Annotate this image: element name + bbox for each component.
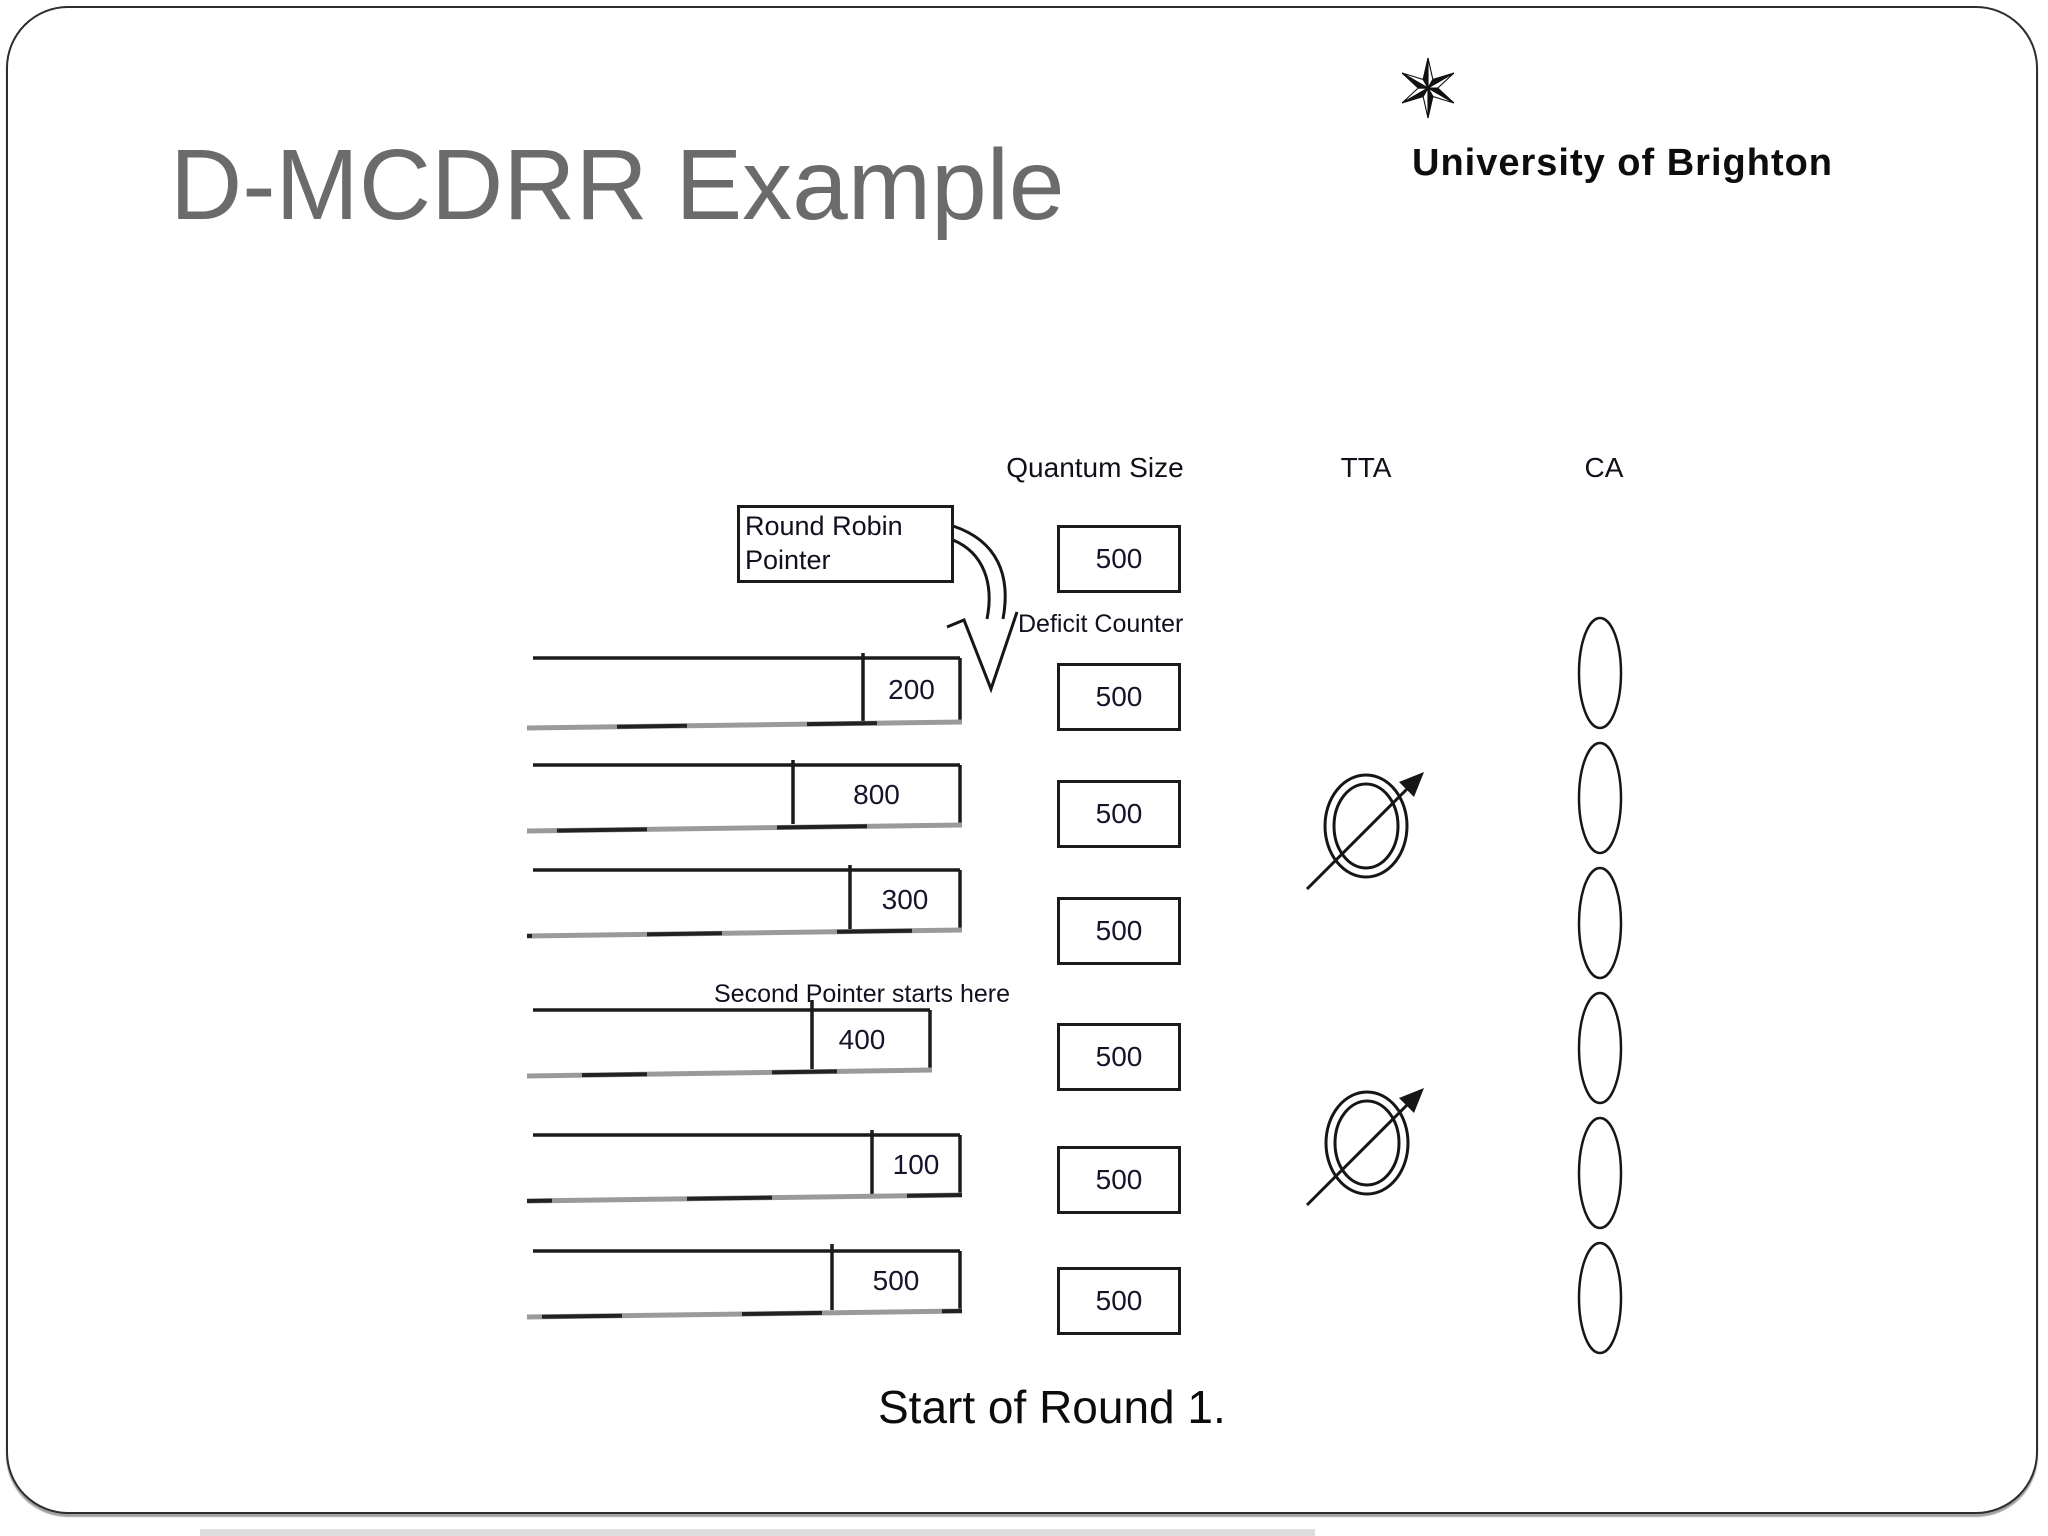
ca-ellipse-4 [1577, 991, 1623, 1105]
queue-packet-size-1: 200 [888, 673, 935, 705]
queue-packet-size-5: 100 [892, 1148, 940, 1180]
ca-ellipse-3 [1577, 866, 1623, 980]
deficit-counter-box-6: 500 [1057, 1267, 1181, 1335]
tta-clock-icon-1 [1305, 772, 1424, 891]
queue-row-lines-5 [526, 1130, 963, 1204]
page-edge-strip [200, 1529, 1315, 1536]
deficit-counter-box-2: 500 [1057, 780, 1181, 848]
quantum-size-box: 500 [1057, 525, 1181, 593]
deficit-counter-box-4: 500 [1057, 1023, 1181, 1091]
queue-packet-size-2: 800 [853, 778, 900, 810]
round-robin-arrow-icon [946, 524, 1019, 694]
deficit-counter-box-3: 500 [1057, 897, 1181, 965]
queue-row-lines-1 [526, 653, 963, 731]
deficit-counter-box-5: 500 [1057, 1146, 1181, 1214]
queue-row-lines-6 [526, 1244, 963, 1320]
queue-row-lines-4 [526, 1000, 933, 1079]
ca-ellipse-6 [1577, 1241, 1623, 1355]
university-logo-text: University of Brighton [1412, 142, 1834, 184]
deficit-counter-box-1: 500 [1057, 663, 1181, 731]
university-star-icon [1401, 57, 1455, 119]
queue-packet-size-3: 300 [881, 883, 929, 915]
queue-packet-size-4: 400 [838, 1023, 886, 1055]
column-header-ca: CA [1584, 452, 1624, 483]
ca-ellipses [1577, 616, 1623, 1355]
ca-ellipse-5 [1577, 1116, 1623, 1230]
ca-ellipse-2 [1577, 741, 1623, 855]
second-pointer-label: Second Pointer starts here [714, 980, 1010, 1008]
slide-caption: Start of Round 1. [878, 1381, 1226, 1433]
page-title: D-MCDRR Example [170, 129, 1065, 241]
queue-row-lines-2 [526, 760, 963, 834]
column-header-quantum-size: Quantum Size [1006, 452, 1184, 483]
deficit-counter-label: Deficit Counter [1018, 610, 1184, 638]
column-header-tta: TTA [1340, 452, 1392, 483]
queue-row-lines-3 [526, 865, 963, 939]
queue-packet-size-6: 500 [872, 1264, 920, 1296]
tta-clock-icon-2 [1305, 1088, 1424, 1207]
slide-border [6, 6, 2038, 1514]
round-robin-pointer-box: Round Robin Pointer [737, 505, 954, 583]
ca-ellipse-1 [1577, 616, 1623, 730]
